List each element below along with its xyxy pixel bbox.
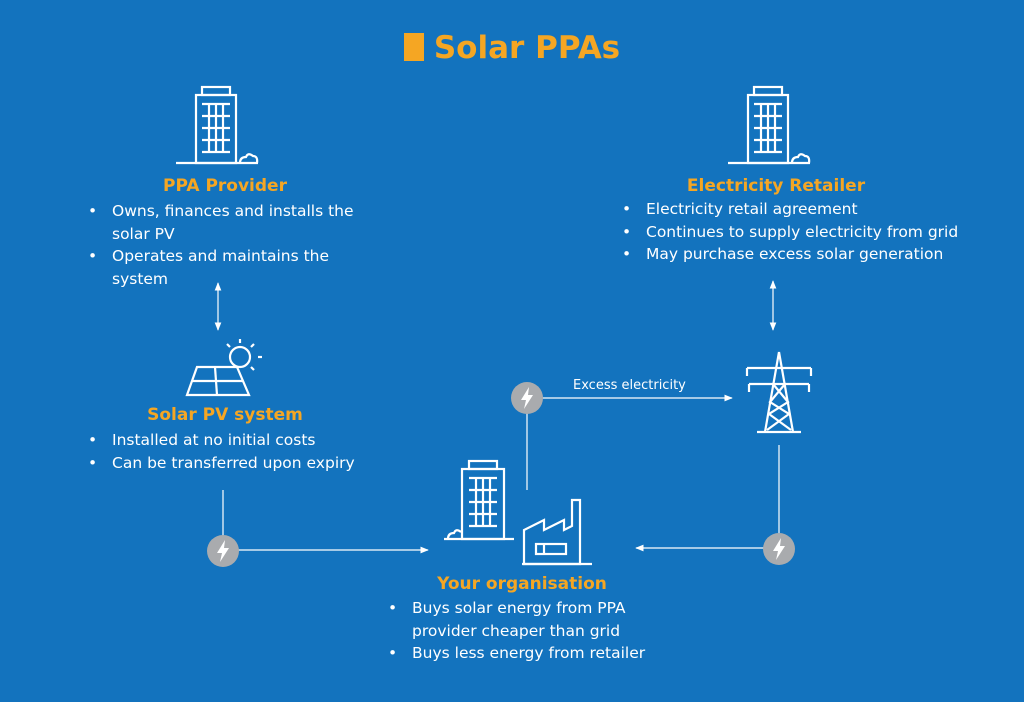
your-organisation-heading: Your organisation bbox=[437, 574, 607, 594]
list-item: Installed at no initial costs bbox=[86, 429, 386, 452]
electricity-retailer-heading: Electricity Retailer bbox=[686, 176, 866, 196]
title-square-icon bbox=[403, 33, 424, 61]
list-item: Owns, finances and installs the solar PV bbox=[86, 200, 386, 245]
transmission-tower-icon bbox=[745, 351, 813, 434]
solar-pv-heading: Solar PV system bbox=[147, 405, 303, 425]
list-item: Buys solar energy from PPA provider chea… bbox=[386, 597, 656, 642]
page-title: Solar PPAs bbox=[0, 30, 1024, 66]
list-item: Operates and maintains the system bbox=[86, 245, 386, 290]
lightning-bolt-icon bbox=[763, 533, 795, 565]
list-item: Can be transferred upon expiry bbox=[86, 452, 386, 475]
building-icon bbox=[176, 85, 259, 165]
ppa-provider-list: Owns, finances and installs the solar PV… bbox=[86, 200, 386, 290]
arrow-solarpv-org bbox=[222, 490, 429, 554]
electricity-retailer-list: Electricity retail agreement Continues t… bbox=[620, 198, 980, 266]
ppa-provider-heading: PPA Provider bbox=[163, 176, 287, 196]
list-item: May purchase excess solar generation bbox=[620, 243, 980, 266]
arrow-grid-to-org bbox=[635, 445, 780, 552]
lightning-bolt-icon bbox=[511, 382, 543, 414]
solar-pv-list: Installed at no initial costs Can be tra… bbox=[86, 429, 386, 474]
lightning-bolt-icon bbox=[207, 535, 239, 567]
your-organisation-list: Buys solar energy from PPA provider chea… bbox=[386, 597, 656, 665]
list-item: Electricity retail agreement bbox=[620, 198, 980, 221]
excess-electricity-label: Excess electricity bbox=[573, 378, 686, 393]
solar-panel-icon bbox=[185, 339, 262, 397]
list-item: Continues to supply electricity from gri… bbox=[620, 221, 980, 244]
list-item: Buys less energy from retailer bbox=[386, 642, 656, 665]
factory-icon bbox=[444, 459, 592, 566]
building-icon bbox=[728, 85, 811, 165]
